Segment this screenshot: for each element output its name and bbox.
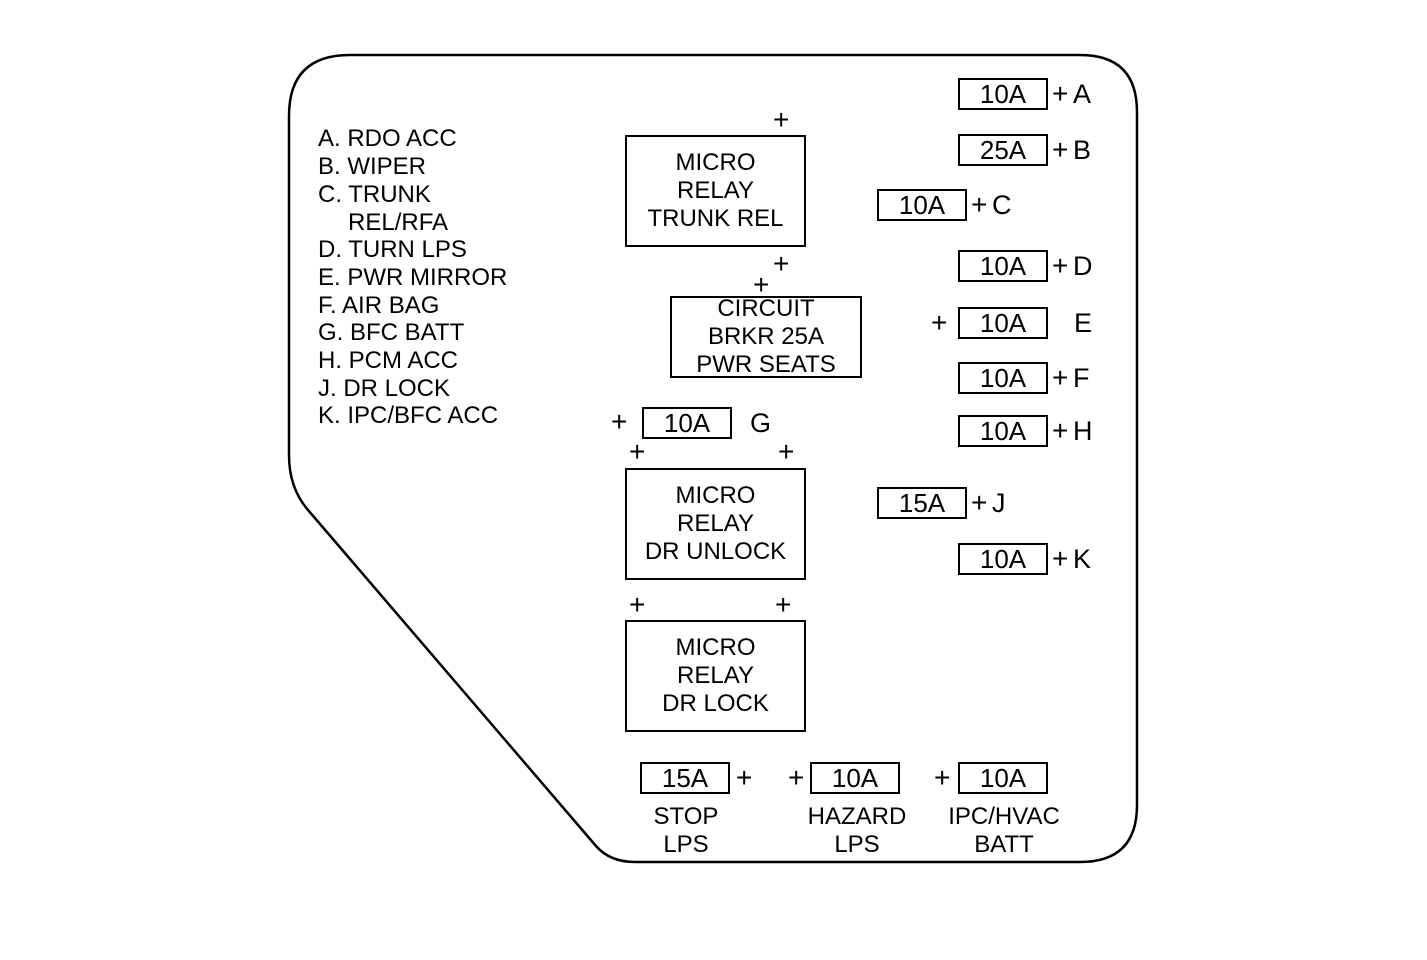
fuse-f: 10A xyxy=(958,362,1048,394)
legend-item-j: J. DR LOCK xyxy=(318,375,451,402)
fuse-b-label: B xyxy=(1073,135,1092,165)
plus-sign: + xyxy=(773,104,790,135)
fuse-b: 25A xyxy=(958,134,1048,166)
fuse-k-label: K xyxy=(1073,544,1092,574)
fuse-f-label: F xyxy=(1073,363,1090,393)
fuse-ipc-hvac-batt-caption: IPC/HVAC BATT xyxy=(948,803,1060,858)
fuse-e-label: E xyxy=(1074,308,1093,338)
fuse-stop-lps: 15A xyxy=(640,762,730,794)
fuse-a-label: A xyxy=(1073,79,1092,109)
fuse-j-label: J xyxy=(992,488,1006,518)
legend-item-c-cont: REL/RFA xyxy=(348,209,449,236)
plus-sign: + xyxy=(611,406,628,437)
plus-sign: + xyxy=(775,589,792,620)
plus-sign: + xyxy=(1052,543,1069,574)
plus-sign: + xyxy=(1052,362,1069,393)
fuse-c: 10A xyxy=(877,189,967,221)
plus-sign: + xyxy=(629,436,646,467)
fuse-k: 10A xyxy=(958,543,1048,575)
legend-item-k: K. IPC/BFC ACC xyxy=(318,402,499,429)
fuse-a: 10A xyxy=(958,78,1048,110)
plus-sign: + xyxy=(1052,415,1069,446)
fuse-h: 10A xyxy=(958,415,1048,447)
fuse-hazard-lps-caption: HAZARD LPS xyxy=(807,803,907,858)
plus-sign: + xyxy=(931,307,948,338)
legend-item-d: D. TURN LPS xyxy=(318,236,467,263)
fuse-g-label: G xyxy=(750,408,772,438)
legend-item-c: C. TRUNK xyxy=(318,181,431,208)
fuse-d: 10A xyxy=(958,250,1048,282)
fuse-c-label: C xyxy=(992,190,1012,220)
legend-item-a: A. RDO ACC xyxy=(318,125,457,152)
fuse-g: 10A xyxy=(642,407,732,439)
plus-sign: + xyxy=(934,762,951,793)
plus-sign: + xyxy=(736,762,753,793)
relay-trunk-rel: MICRO RELAY TRUNK REL xyxy=(625,135,806,247)
fuse-e: 10A xyxy=(958,307,1048,339)
relay-dr-lock: MICRO RELAY DR LOCK xyxy=(625,620,806,732)
plus-sign: + xyxy=(1052,250,1069,281)
plus-sign: + xyxy=(778,436,795,467)
legend-item-e: E. PWR MIRROR xyxy=(318,264,508,291)
plus-sign: + xyxy=(753,269,770,300)
fuse-h-label: H xyxy=(1073,416,1093,446)
legend-item-f: F. AIR BAG xyxy=(318,292,440,319)
plus-sign: + xyxy=(773,248,790,279)
plus-sign: + xyxy=(1052,134,1069,165)
plus-sign: + xyxy=(971,189,988,220)
plus-sign: + xyxy=(1052,78,1069,109)
fuse-j: 15A xyxy=(877,487,967,519)
plus-sign: + xyxy=(629,589,646,620)
plus-sign: + xyxy=(788,762,805,793)
fuse-hazard-lps: 10A xyxy=(810,762,900,794)
plus-sign: + xyxy=(971,487,988,518)
legend-item-g: G. BFC BATT xyxy=(318,319,465,346)
circuit-breaker-pwr-seats: CIRCUIT BRKR 25A PWR SEATS xyxy=(670,295,862,378)
legend-item-b: B. WIPER xyxy=(318,153,427,180)
fuse-ipc-hvac-batt: 10A xyxy=(958,762,1048,794)
fuse-stop-lps-caption: STOP LPS xyxy=(653,803,719,858)
legend-item-h: H. PCM ACC xyxy=(318,347,459,374)
relay-dr-unlock: MICRO RELAY DR UNLOCK xyxy=(625,468,806,580)
fuse-d-label: D xyxy=(1073,251,1093,281)
